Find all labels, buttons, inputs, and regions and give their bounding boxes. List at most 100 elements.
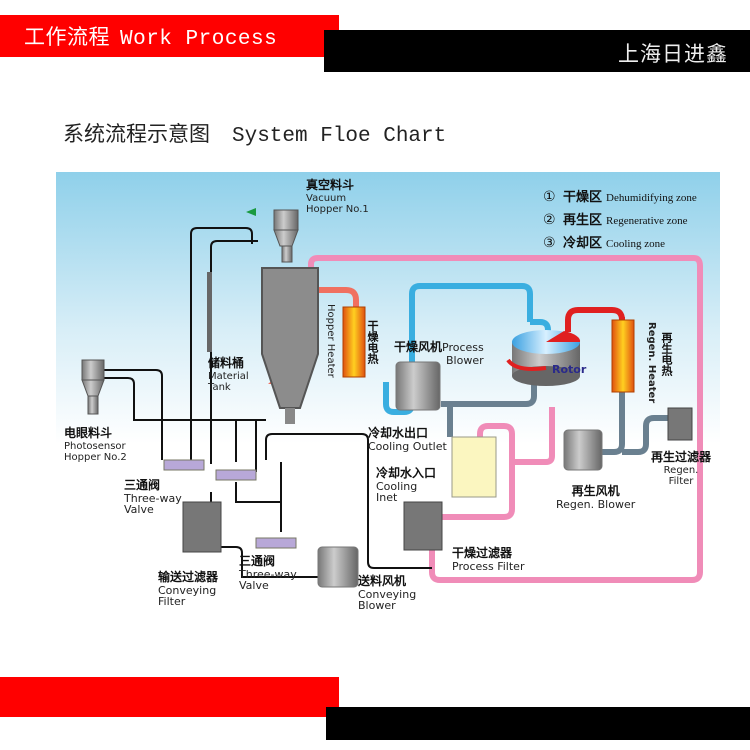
label-en: Hopper No.2 bbox=[64, 452, 127, 463]
header-red-band bbox=[0, 15, 339, 57]
label-hopper-heater-en: Hopper Heater bbox=[325, 304, 336, 378]
label-cn: 再生风机 bbox=[571, 484, 620, 498]
label-cn: 干燥过滤器 bbox=[452, 546, 513, 560]
legend-label-en: Dehumidifying zone bbox=[606, 192, 697, 204]
label-cn: 输送过滤器 bbox=[158, 570, 219, 584]
cooler-shape bbox=[451, 436, 497, 498]
header-title-cn: 工作流程 bbox=[24, 25, 110, 49]
label-en: Blower bbox=[446, 354, 484, 367]
hopper-heater-shape bbox=[342, 306, 366, 378]
label-en: Process Filter bbox=[452, 560, 525, 573]
pink-air-pipe bbox=[308, 255, 703, 583]
page-header-title: 工作流程 Work Process bbox=[24, 21, 277, 51]
label-en: Tank bbox=[208, 382, 231, 393]
conveying-filter-shape bbox=[182, 501, 222, 553]
label-en: Cooling Outlet bbox=[368, 440, 447, 453]
label-cn: 真空料斗 bbox=[306, 178, 355, 192]
footer-black-band bbox=[326, 707, 750, 740]
label-en: Conveying bbox=[158, 584, 217, 597]
label-en: Process bbox=[442, 341, 484, 354]
legend-label-cn: 冷却区 bbox=[563, 236, 603, 251]
legend-number: ③ bbox=[543, 235, 556, 251]
label-cn: 储料桶 bbox=[208, 356, 245, 370]
blue-process-pipe bbox=[383, 283, 551, 415]
label-cn: 三通阀 bbox=[239, 554, 276, 568]
label-en: Regen. bbox=[663, 465, 699, 476]
section-title-cn: 系统流程示意图 bbox=[63, 122, 210, 146]
conveying-blower-shape bbox=[317, 546, 359, 588]
photosensor-hopper-shape bbox=[81, 359, 105, 415]
label-en: Three-way bbox=[239, 568, 297, 581]
label-cn: 冷却水出口 bbox=[368, 426, 429, 440]
label-en: Material bbox=[208, 371, 249, 382]
regen-filter-shape bbox=[667, 407, 693, 441]
label-en: Photosensor bbox=[64, 441, 126, 452]
legend-label-en: Cooling zone bbox=[606, 238, 665, 250]
label-cn: 干燥风机 bbox=[394, 340, 443, 354]
process-filter-shape bbox=[403, 501, 443, 551]
red-regen-pipe bbox=[565, 307, 625, 332]
label-regen-heater-en: Regen. Heater bbox=[646, 322, 657, 404]
label-cn: 冷却水入口 bbox=[376, 466, 437, 480]
label-en: Filter bbox=[668, 476, 694, 487]
label-en: Hopper No.1 bbox=[306, 204, 369, 215]
legend-label-en: Regenerative zone bbox=[606, 215, 688, 227]
three-way-valve-1-shape bbox=[163, 459, 205, 471]
three-way-valve-2-shape bbox=[255, 537, 297, 549]
header-black-band bbox=[324, 30, 750, 72]
section-title: 系统流程示意图 System Floe Chart bbox=[63, 118, 446, 148]
header-title-en: Work Process bbox=[120, 28, 278, 51]
label-en: Cooling bbox=[376, 480, 418, 493]
footer-red-band bbox=[0, 677, 339, 717]
section-title-en: System Floe Chart bbox=[232, 125, 447, 148]
label-cn: 电眼料斗 bbox=[64, 426, 113, 440]
legend-number: ① bbox=[543, 189, 556, 205]
label-regen-heater-cn: 再生电热 bbox=[660, 332, 673, 376]
regen-heater-shape bbox=[611, 319, 635, 393]
label-en: Vacuum bbox=[306, 193, 347, 204]
label-en: Regen. Blower bbox=[556, 498, 636, 511]
legend-label-cn: 干燥区 bbox=[563, 190, 603, 205]
label-en: Three-way bbox=[124, 492, 182, 505]
label-cn: 再生过滤器 bbox=[651, 450, 712, 464]
gray-air-pipe bbox=[441, 377, 668, 455]
label-en: Valve bbox=[239, 579, 269, 592]
label-rotor: Rotor bbox=[552, 363, 587, 376]
vacuum-hopper-1-shape bbox=[246, 208, 299, 263]
legend-label-cn: 再生区 bbox=[563, 213, 603, 228]
three-way-valve-mid-shape bbox=[215, 469, 257, 481]
regen-blower-shape bbox=[563, 429, 603, 471]
label-cn: 三通阀 bbox=[124, 478, 161, 492]
process-blower-shape bbox=[395, 361, 441, 411]
company-name: 上海日进鑫 bbox=[618, 42, 728, 66]
diagram-canvas bbox=[56, 172, 720, 625]
label-en: Valve bbox=[124, 503, 154, 516]
label-en: Blower bbox=[358, 599, 396, 612]
material-tank-rod bbox=[207, 272, 212, 352]
label-cn: 送料风机 bbox=[358, 574, 407, 588]
drying-hopper-shape bbox=[261, 267, 319, 424]
label-en: Inet bbox=[376, 491, 398, 504]
legend-number: ② bbox=[543, 212, 556, 228]
label-hopper-heater-cn: 干燥电热 bbox=[366, 320, 379, 364]
label-en: Conveying bbox=[358, 588, 417, 601]
label-en: Filter bbox=[158, 595, 186, 608]
